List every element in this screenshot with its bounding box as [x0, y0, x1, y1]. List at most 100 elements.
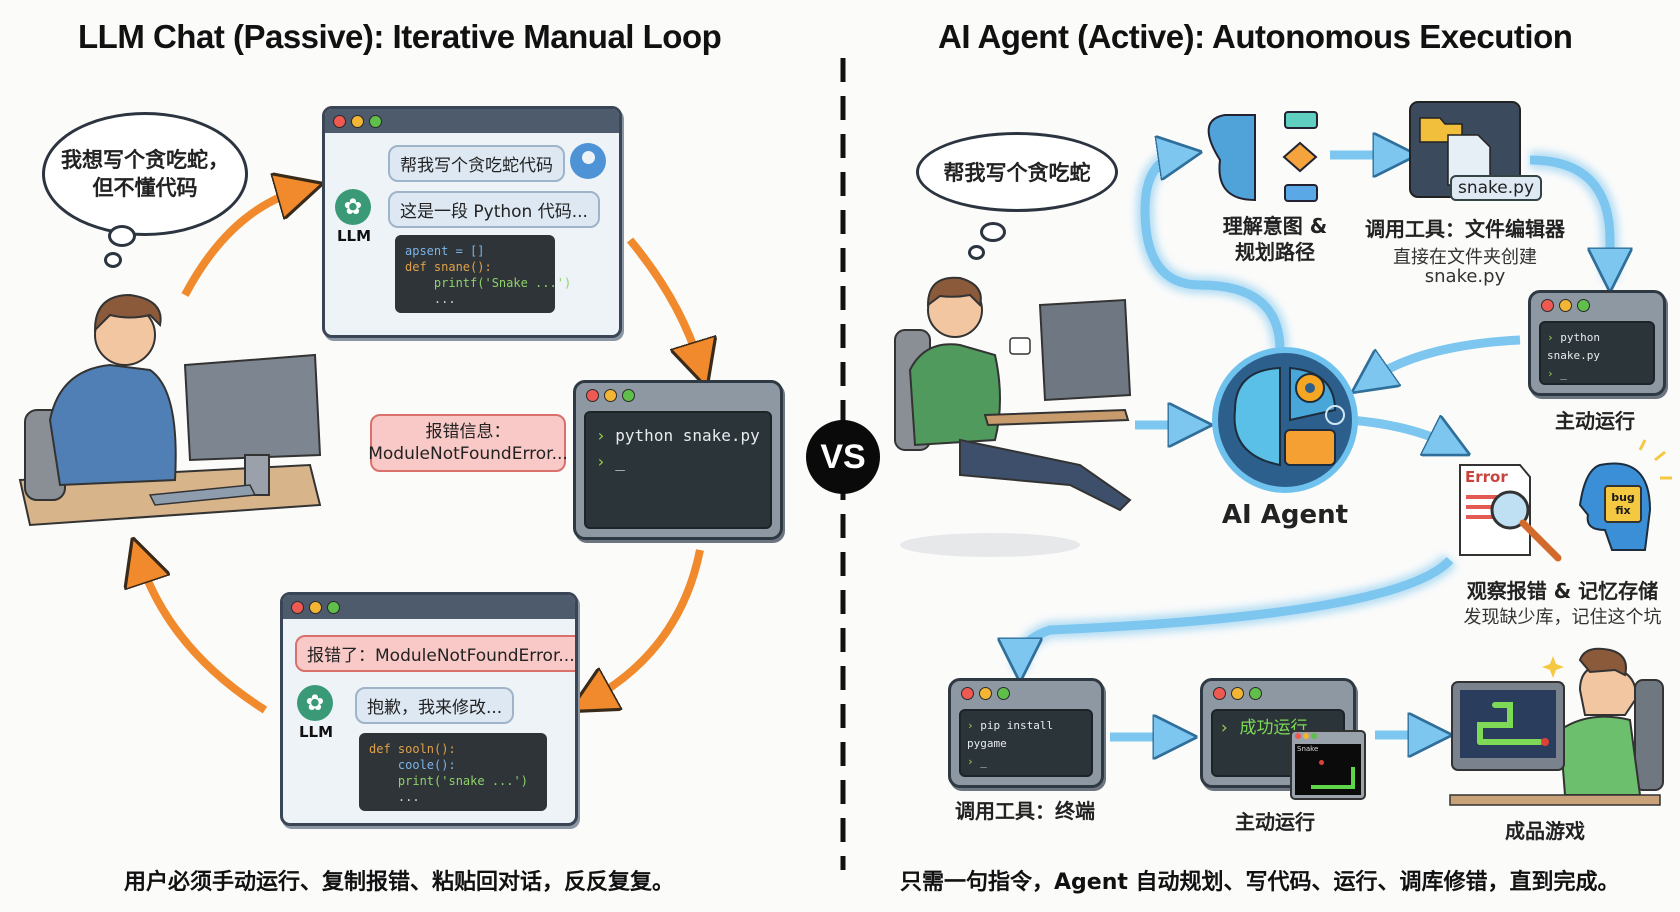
plan-label-line-1: 理解意图 & [1222, 214, 1328, 238]
thought-line-1: 我想写个贪吃蛇， [61, 148, 229, 172]
close-dot[interactable] [961, 686, 974, 700]
brain-flowchart-icon [1207, 111, 1318, 202]
thought-dot [968, 245, 985, 260]
terminal-screen[interactable]: › python snake.py › _ [1539, 321, 1655, 385]
blue-arrow-agent-to-plan [1140, 155, 1285, 351]
thought-line-2: 但不懂代码 [92, 176, 198, 200]
maximize-dot[interactable] [997, 686, 1010, 700]
left-caption: 用户必须手动运行、复制报错、粘贴回对话，反反复复。 [124, 870, 675, 895]
final-game-illustration [1449, 647, 1664, 806]
minimize-dot[interactable] [309, 600, 322, 614]
close-dot[interactable] [1213, 686, 1226, 700]
window-titlebar [576, 383, 780, 407]
thought-dot [104, 252, 122, 268]
plan-label-line-2: 规划路径 [1235, 240, 1315, 264]
chat-window-2: 报错了：ModuleNotFoundError... ✿ LLM 抱歉，我来修改… [280, 592, 578, 826]
orange-arrow-to-terminal [626, 237, 700, 365]
window-titlebar [951, 681, 1101, 705]
llm-logo-icon: ✿ [297, 685, 333, 721]
llm-label: LLM [299, 723, 334, 741]
code-block: def sooln(): coole(): print('snake ...')… [359, 733, 547, 811]
blue-arrow-agent-to-observe [1349, 420, 1450, 445]
window-titlebar [1531, 293, 1663, 317]
snake-body [1311, 785, 1351, 789]
terminal-screen[interactable]: › pip install pygame › _ [959, 709, 1093, 777]
code-line: ... [369, 790, 420, 804]
llm-logo-icon: ✿ [335, 189, 371, 225]
error-doc-title: Error [1465, 468, 1508, 486]
close-dot[interactable] [586, 388, 599, 402]
llm-message-bubble: 这是一段 Python 代码... [388, 191, 600, 228]
code-block: apsent = []def snane(): printf('Snake ..… [395, 235, 571, 313]
minimize-dot[interactable] [1559, 298, 1572, 312]
snake-game-window: Snake [1290, 730, 1366, 800]
maximize-dot[interactable] [369, 114, 382, 128]
terminal-screen[interactable]: › python snake.py › _ [584, 411, 772, 529]
frustrated-user-illustration [18, 293, 322, 527]
right-panel-title: AI Agent (Active): Autonomous Execution [938, 18, 1573, 55]
minimize-dot[interactable] [604, 388, 617, 402]
vs-badge: VS [806, 420, 880, 494]
plan-label: 理解意图 & 规划路径 [1195, 213, 1355, 265]
food-dot [1319, 760, 1324, 765]
file-editor-sub-2: snake.py [1424, 266, 1506, 287]
terminal-cursor: _ [615, 452, 625, 471]
window-titlebar [283, 595, 575, 619]
llm-label: LLM [337, 227, 372, 245]
code-line: printf('Snake ...') [405, 276, 572, 290]
minimize-dot[interactable] [1231, 686, 1244, 700]
folder-file-icon [1409, 101, 1521, 198]
relaxed-user-illustration [894, 276, 1132, 557]
error-callout-line-1: 报错信息： [425, 422, 511, 442]
close-dot[interactable] [1541, 298, 1554, 312]
chat-window-1: 帮我写个贪吃蛇代码 ✿ LLM 这是一段 Python 代码... apsent… [322, 106, 622, 338]
install-label: 调用工具：终端 [955, 799, 1095, 823]
close-dot[interactable] [333, 114, 346, 128]
maximize-dot[interactable] [1577, 298, 1590, 312]
maximize-dot[interactable] [1249, 686, 1262, 700]
error-callout-line-2: ModuleNotFoundError... [368, 444, 568, 464]
file-editor-sub-1: 直接在文件夹创建 [1393, 247, 1537, 268]
run-label: 主动运行 [1555, 409, 1635, 433]
orange-arrow-to-chat [181, 190, 300, 297]
minimize-dot[interactable] [979, 686, 992, 700]
code-line: ... [405, 292, 456, 306]
orange-arrow-to-user [140, 560, 268, 714]
final-game-label: 成品游戏 [1505, 819, 1585, 843]
ai-agent-label: AI Agent [1221, 500, 1349, 530]
bug-fix-chip-line-1: bug [1611, 491, 1635, 504]
run-terminal-window: › python snake.py › _ [1528, 290, 1666, 396]
user-thought-cloud: 我想写个贪吃蛇， 但不懂代码 [42, 112, 248, 236]
window-titlebar [325, 109, 619, 133]
agent-user-thought-cloud: 帮我写个贪吃蛇 [916, 132, 1118, 212]
code-line: def sooln(): [369, 742, 456, 756]
file-chip: snake.py [1450, 175, 1543, 201]
terminal-command: pip install pygame [967, 719, 1054, 750]
bug-fix-chip: bug fix [1604, 485, 1642, 523]
maximize-dot[interactable] [327, 600, 340, 614]
close-dot[interactable] [291, 600, 304, 614]
observe-sub: 发现缺少库，记住这个坑 [1463, 607, 1662, 628]
terminal-command: python snake.py [1547, 331, 1600, 362]
file-editor-label: 调用工具：文件编辑器 [1365, 217, 1565, 241]
orange-arrow-to-chat2 [590, 549, 704, 700]
minimize-dot[interactable] [351, 114, 364, 128]
terminal-cursor: _ [1560, 367, 1567, 380]
terminal-command: python snake.py [615, 426, 760, 445]
blue-arrow-observe-to-install [1020, 556, 1454, 660]
code-line: print('snake ...') [369, 774, 528, 788]
user-message-bubble: 帮我写个贪吃蛇代码 [388, 145, 565, 182]
right-caption: 只需一句指令，Agent 自动规划、写代码、运行、调库修错，直到完成。 [900, 870, 1620, 895]
thought-dot [980, 222, 1006, 242]
thought-dot [108, 225, 136, 247]
terminal-cursor: _ [980, 755, 987, 768]
user-avatar-icon [570, 143, 606, 179]
maximize-dot[interactable] [622, 388, 635, 402]
code-line: coole(): [369, 758, 456, 772]
error-doc-magnifier-icon [1459, 464, 1562, 562]
blue-arrow-editor-to-run [1529, 155, 1610, 270]
blue-arrow-run-to-agent [1370, 335, 1521, 380]
ai-agent-icon [1212, 347, 1358, 493]
code-line: apsent = [] [405, 244, 485, 258]
